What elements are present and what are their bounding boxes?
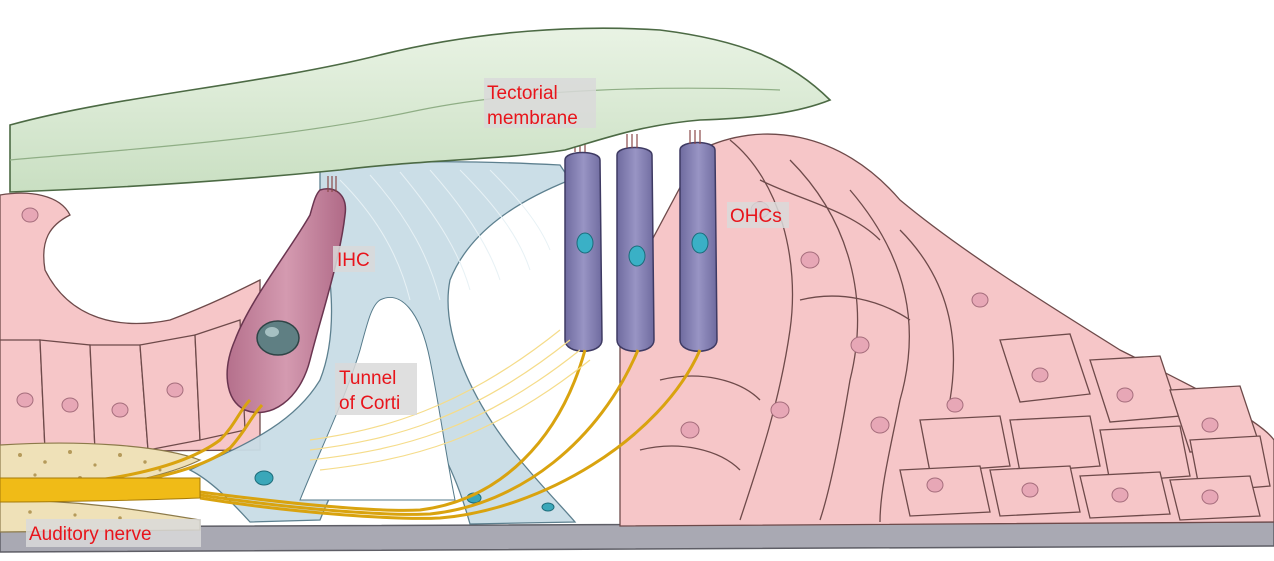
auditory-nerve-bundle	[0, 478, 200, 502]
label-auditory-nerve: Auditory nerve	[26, 519, 201, 547]
label-auditory-nerve-text: Auditory nerve	[29, 524, 152, 545]
label-tunnel-of-corti: Tunnel of Corti	[335, 363, 417, 415]
label-ihc-text: IHC	[337, 250, 370, 271]
label-tectorial-membrane: Tectorial membrane	[484, 78, 596, 129]
label-tunnel-line1: Tunnel	[339, 368, 396, 389]
label-tectorial-line1: Tectorial	[487, 83, 558, 104]
label-tunnel-line2: of Corti	[339, 393, 400, 414]
label-ohcs-text: OHCs	[730, 206, 782, 227]
outer-hair-cells	[565, 130, 717, 351]
support-cells-right	[620, 134, 1274, 526]
support-cells-left	[0, 193, 260, 452]
label-ohcs: OHCs	[727, 202, 789, 228]
label-ihc: IHC	[333, 246, 375, 272]
label-tectorial-line2: membrane	[487, 108, 578, 129]
ihc-nucleus	[257, 321, 299, 355]
